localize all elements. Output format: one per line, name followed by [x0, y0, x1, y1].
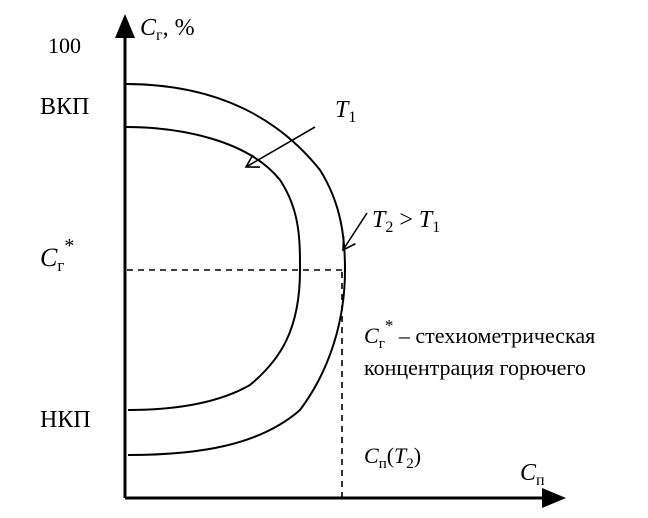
curve-label-t1: T1: [335, 97, 356, 126]
x-marker-label: Cп(T2): [364, 443, 421, 472]
y-axis-arrowhead: [115, 14, 135, 38]
curve-label-t2: T2 > T1: [372, 207, 440, 236]
note-line-2: концентрация горючего: [364, 355, 586, 380]
outer-curve-t2: [124, 83, 347, 456]
x-axis-label: Cп: [520, 460, 545, 489]
pointer-arrow-t2: [342, 212, 368, 252]
y-axis-max-label: 100: [48, 33, 81, 58]
note-line-1: Cг* – стехиометрическая: [364, 316, 595, 352]
inner-curve-t1: [124, 126, 302, 411]
x-axis-arrowhead: [542, 488, 566, 508]
upper-limit-label: ВКП: [40, 94, 89, 120]
stoich-level-label: Cг*: [40, 235, 74, 275]
pointer-arrow-t1: [244, 126, 316, 168]
y-axis-label: Cг, %: [140, 15, 195, 44]
lower-limit-label: НКП: [40, 407, 91, 433]
